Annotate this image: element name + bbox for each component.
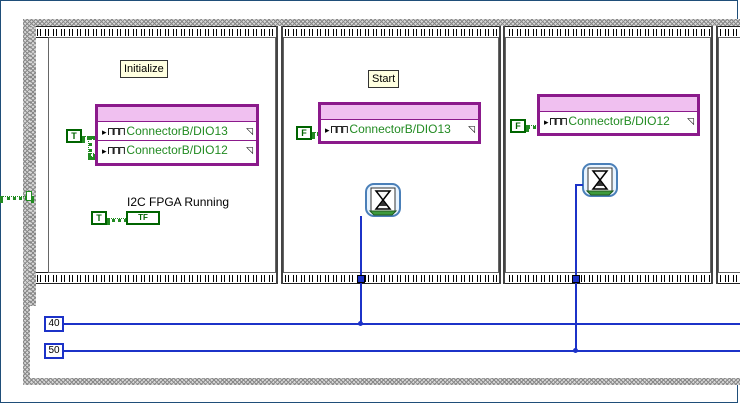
numeric-constant-50[interactable]: 50 [44,343,64,359]
false-constant[interactable]: F [296,126,312,140]
true-constant[interactable]: T [66,129,82,143]
fpga-io-row[interactable]: ▸⊓⊓⊓ConnectorB/DIO13 ◹ [321,120,478,138]
indicator-glyph: TF [138,213,148,222]
numeric-wire-50[interactable] [64,350,740,352]
sequence-structure-inner-border [30,26,36,306]
sequence-tunnel[interactable] [357,275,365,283]
dropdown-mark-icon: ◹ [246,145,253,155]
dropdown-mark-icon: ◹ [246,126,253,136]
frame-divider [276,26,283,284]
fpga-io-node-frame2[interactable]: ▸⊓⊓⊓ConnectorB/DIO13 ◹ [318,102,481,144]
digital-waveform-icon: ⊓⊓⊓ [549,115,568,128]
fpga-io-node-header [540,97,697,112]
digital-waveform-icon: ⊓⊓⊓ [107,144,126,157]
frame-divider [499,26,505,284]
hourglass-wait-icon[interactable] [581,162,619,198]
input-arrow-icon: ▸ [544,117,549,127]
fpga-io-row[interactable]: ▸⊓⊓⊓ConnectorB/DIO12 ◹ [98,141,256,159]
fpga-io-node-header [321,105,478,120]
hourglass-wait-icon[interactable] [364,182,402,218]
false-constant[interactable]: F [510,119,526,133]
boolean-wire-incoming[interactable] [0,196,34,200]
input-arrow-icon: ▸ [325,125,330,135]
wire-junction [358,321,363,326]
frame-divider [711,26,718,284]
wire-junction [573,348,578,353]
sequence-tunnel[interactable] [572,275,580,283]
sequence-frame-3[interactable] [505,37,711,273]
io-channel-name: ConnectorB/DIO12 [126,143,228,157]
fpga-io-node-header [98,107,256,122]
digital-waveform-icon: ⊓⊓⊓ [107,125,126,138]
tunnel-left[interactable] [26,191,32,201]
boolean-wire[interactable] [88,136,92,160]
numeric-wire[interactable] [575,184,577,351]
dropdown-mark-icon: ◹ [468,124,475,134]
io-channel-name: ConnectorB/DIO12 [568,114,670,128]
input-arrow-icon: ▸ [102,146,107,156]
numeric-wire[interactable] [360,216,362,324]
io-channel-name: ConnectorB/DIO13 [126,124,228,138]
frame-label-initialize: Initialize [120,60,168,78]
numeric-constant-40[interactable]: 40 [44,316,64,332]
frame-label-start: Start [368,70,400,88]
fpga-io-row[interactable]: ▸⊓⊓⊓ConnectorB/DIO13 ◹ [98,122,256,141]
fpga-io-node-frame1[interactable]: ▸⊓⊓⊓ConnectorB/DIO13 ◹ ▸⊓⊓⊓ConnectorB/DIO… [95,104,259,166]
sequence-frame-4[interactable] [718,37,740,273]
film-strip-bottom [36,272,740,284]
numeric-wire[interactable] [575,184,583,186]
boolean-indicator[interactable]: TF [126,211,160,225]
fpga-io-node-frame3[interactable]: ▸⊓⊓⊓ConnectorB/DIO12 ◹ [537,94,700,136]
digital-waveform-icon: ⊓⊓⊓ [330,123,349,136]
input-arrow-icon: ▸ [102,127,107,137]
numeric-wire-40[interactable] [64,323,740,325]
io-channel-name: ConnectorB/DIO13 [349,122,451,136]
true-constant[interactable]: T [91,211,107,225]
film-strip-top [36,26,740,38]
dropdown-mark-icon: ◹ [687,116,694,126]
indicator-label: I2C FPGA Running [127,195,230,209]
fpga-io-row[interactable]: ▸⊓⊓⊓ConnectorB/DIO12 ◹ [540,112,697,130]
